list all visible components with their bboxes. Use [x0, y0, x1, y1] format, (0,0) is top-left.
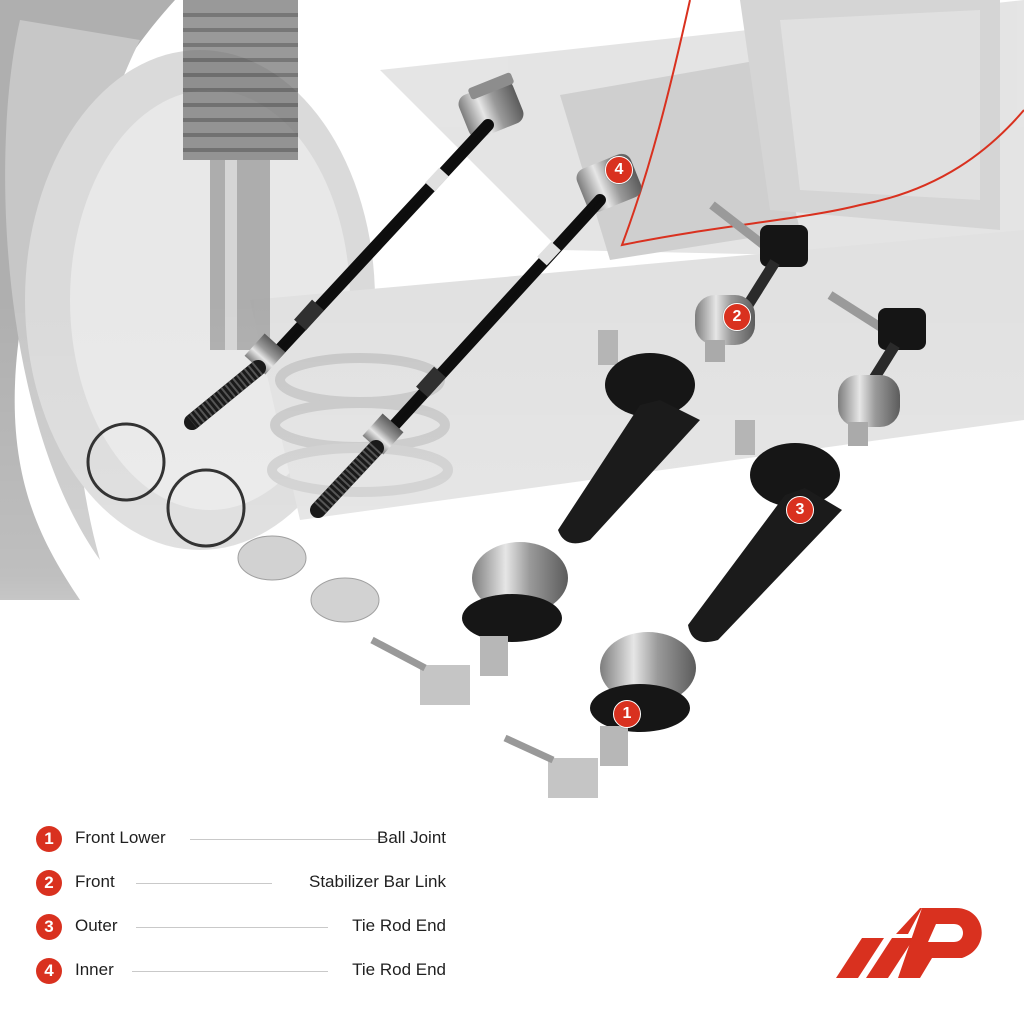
accent-curve — [620, 0, 1024, 247]
legend-part-label: Ball Joint — [377, 828, 446, 847]
callout-inner-tie-rod-end: 4 — [605, 156, 633, 184]
legend-row-2: 2 Front Stabilizer Bar Link — [36, 868, 446, 900]
leader-line — [136, 927, 328, 928]
legend-number-badge: 1 — [36, 826, 62, 852]
leader-line — [132, 971, 328, 972]
stabilizer-link-bottom — [827, 291, 926, 446]
leader-line — [136, 883, 272, 884]
legend-position-label: Outer — [75, 916, 118, 935]
legend-row-1: 1 Front Lower Ball Joint — [36, 824, 446, 856]
snap-rings — [86, 422, 246, 548]
outer-tie-rod-end-upper — [558, 330, 700, 544]
legend-position-label: Front — [75, 872, 115, 891]
ball-joint-right — [503, 632, 696, 798]
callout-outer-tie-rod-end: 3 — [786, 496, 814, 524]
callout-stabilizer-link: 2 — [723, 303, 751, 331]
ball-joint-left — [370, 542, 568, 705]
legend-position-label: Inner — [75, 960, 114, 979]
a-premium-logo-icon — [836, 908, 982, 978]
legend-part-label: Stabilizer Bar Link — [308, 872, 446, 891]
outer-tie-rod-end-lower — [688, 420, 842, 643]
legend-part-label: Tie Rod End — [352, 960, 446, 979]
inner-tie-rod-right — [310, 153, 642, 518]
inner-tie-rod-left — [184, 72, 524, 430]
legend-part-label: Tie Rod End — [352, 916, 446, 935]
leader-line — [190, 839, 386, 840]
callout-ball-joint: 1 — [613, 700, 641, 728]
lock-washers — [237, 535, 380, 623]
legend-number-badge: 2 — [36, 870, 62, 896]
legend-number-badge: 4 — [36, 958, 62, 984]
legend-position-label: Front Lower — [75, 828, 166, 847]
legend-row-3: 3 Outer Tie Rod End — [36, 912, 446, 944]
legend-row-4: 4 Inner Tie Rod End — [36, 956, 446, 988]
legend-number-badge: 3 — [36, 914, 62, 940]
